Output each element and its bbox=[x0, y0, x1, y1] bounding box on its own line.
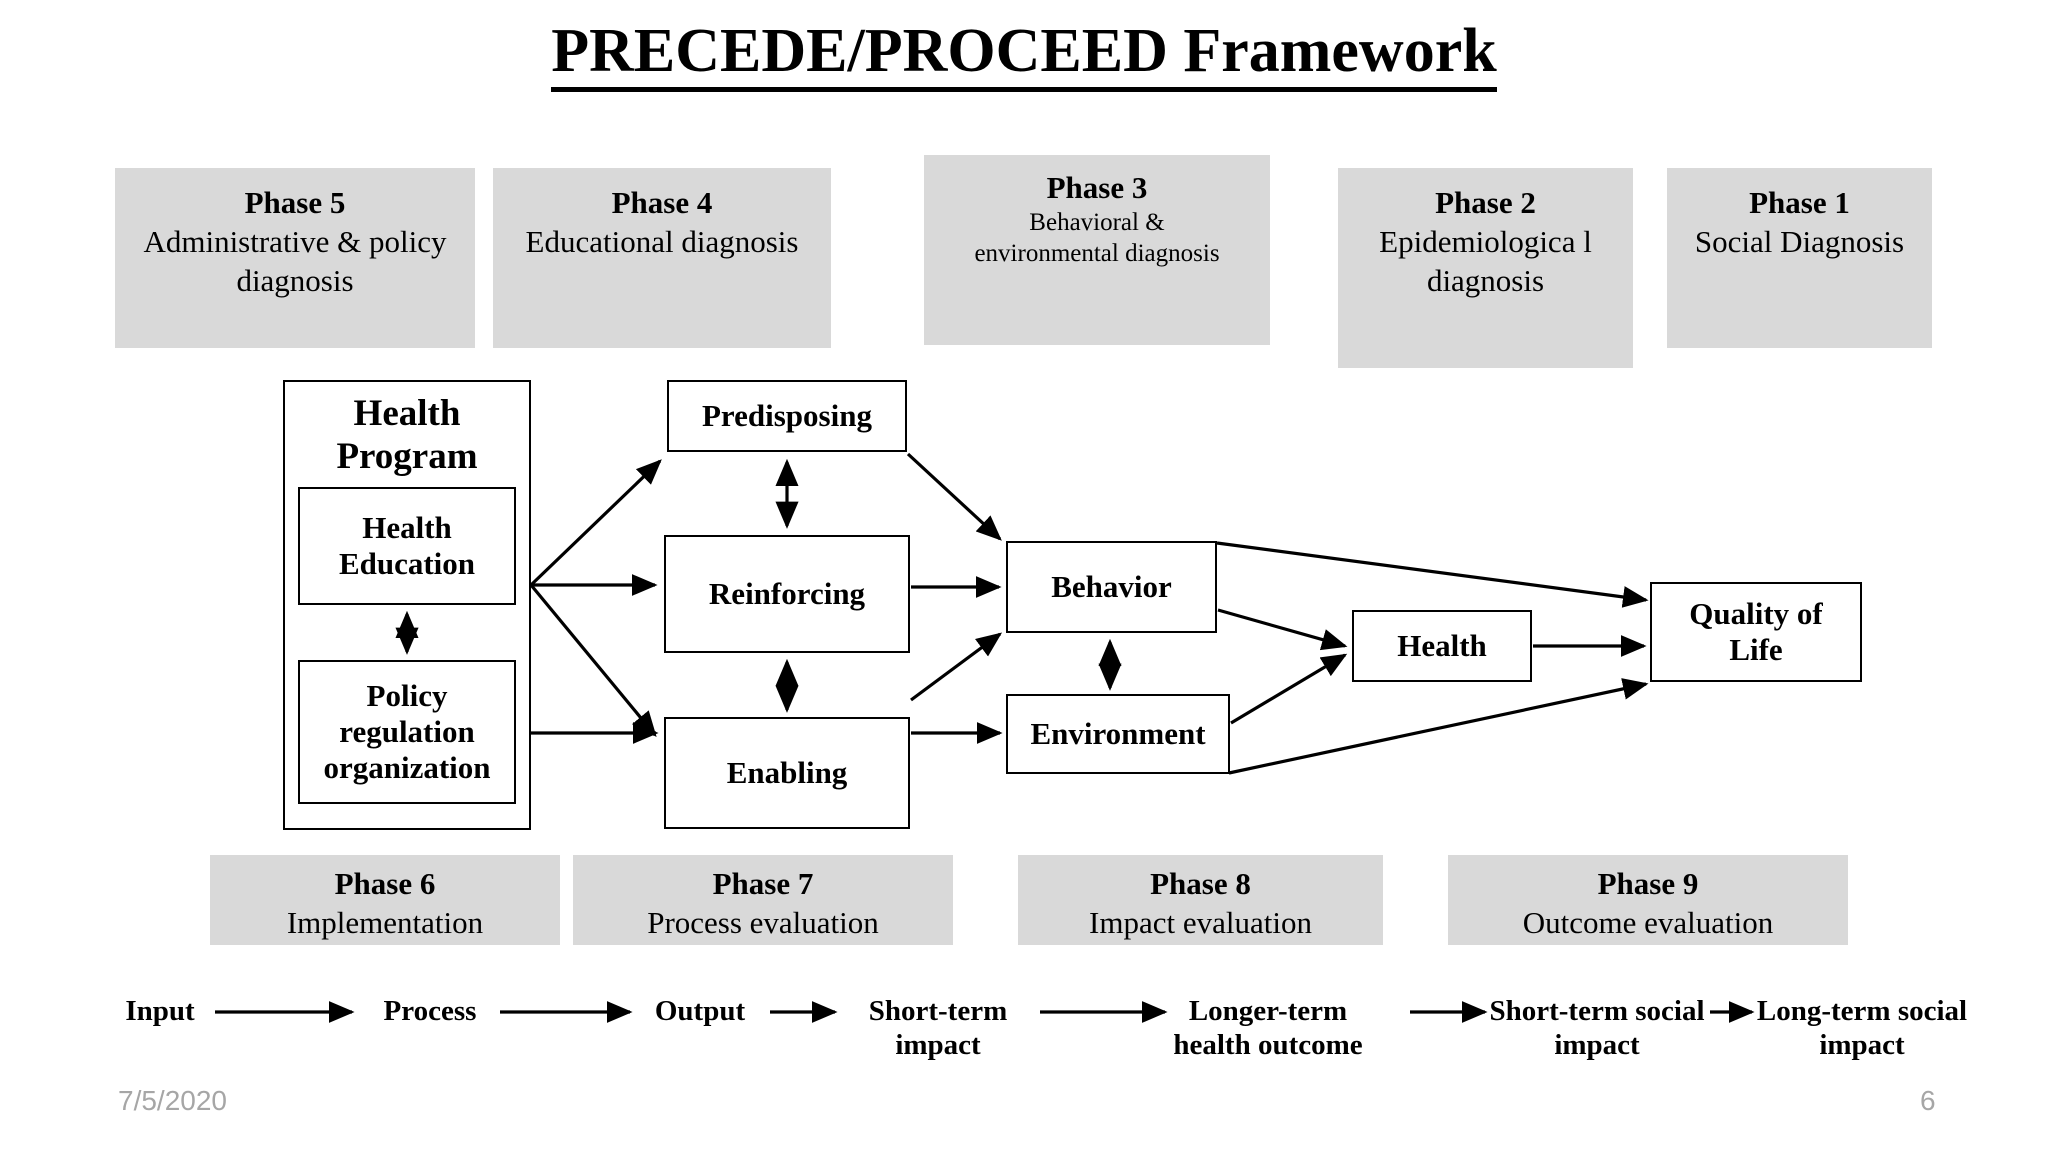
health-box: Health bbox=[1352, 610, 1532, 682]
predisposing-label: Predisposing bbox=[702, 398, 872, 434]
phase-7-body: Process evaluation bbox=[647, 905, 879, 941]
phase-2-body: Epidemiologica l diagnosis bbox=[1379, 224, 1592, 299]
phase-box-6: Phase 6 Implementation bbox=[210, 855, 560, 945]
phase-8-title: Phase 8 bbox=[1150, 866, 1251, 901]
flow-label-short-term-social-impact: Short-term social impact bbox=[1489, 995, 1705, 1061]
phase-9-body: Outcome evaluation bbox=[1522, 905, 1774, 941]
flow-label-longer-term-health-outcome: Longer-term health outcome bbox=[1173, 995, 1363, 1061]
health-label: Health bbox=[1397, 628, 1487, 664]
phase-box-9: Phase 9 Outcome evaluation bbox=[1448, 855, 1848, 945]
environment-label: Environment bbox=[1030, 716, 1206, 752]
phase-4-body: Educational diagnosis bbox=[525, 224, 799, 260]
environment-box: Environment bbox=[1006, 694, 1230, 774]
health-program-label: Health Program bbox=[336, 393, 478, 478]
enabling-label: Enabling bbox=[726, 755, 848, 791]
quality-of-life-label: Quality of Life bbox=[1689, 596, 1823, 667]
phase-7-title: Phase 7 bbox=[712, 866, 814, 901]
footer-page-number: 6 bbox=[1920, 1085, 1936, 1116]
flow-label-long-term-social-impact: Long-term social impact bbox=[1756, 995, 1968, 1061]
phase-box-7: Phase 7 Process evaluation bbox=[573, 855, 953, 945]
phase-box-5: Phase 5 Administrative & policy diagnosi… bbox=[115, 168, 475, 348]
phase-2-title: Phase 2 bbox=[1435, 185, 1536, 220]
flow-label-process: Process bbox=[383, 995, 477, 1027]
page-title: PRECEDE/PROCEED Framework bbox=[0, 16, 2048, 92]
predisposing-box: Predisposing bbox=[667, 380, 907, 452]
phase-3-body: Behavioral & environmental diagnosis bbox=[974, 209, 1220, 268]
behavior-box: Behavior bbox=[1006, 541, 1217, 633]
footer-date: 7/5/2020 bbox=[118, 1085, 227, 1116]
phase-box-4: Phase 4 Educational diagnosis bbox=[493, 168, 831, 348]
phase-4-title: Phase 4 bbox=[611, 185, 713, 220]
reinforcing-label: Reinforcing bbox=[708, 576, 866, 612]
enabling-box: Enabling bbox=[664, 717, 910, 829]
phase-box-2: Phase 2 Epidemiologica l diagnosis bbox=[1338, 168, 1633, 368]
policy-regulation-organization-box: Policy regulation organization bbox=[298, 660, 516, 804]
phase-6-body: Implementation bbox=[286, 905, 484, 941]
phase-box-3: Phase 3 Behavioral & environmental diagn… bbox=[924, 155, 1270, 345]
phase-box-8: Phase 8 Impact evaluation bbox=[1018, 855, 1383, 945]
flow-label-output: Output bbox=[654, 995, 746, 1027]
phase-8-body: Impact evaluation bbox=[1089, 905, 1312, 941]
flow-label-short-term-impact: Short-term impact bbox=[868, 995, 1008, 1061]
phase-box-1: Phase 1 Social Diagnosis bbox=[1667, 168, 1932, 348]
phase-5-title: Phase 5 bbox=[244, 185, 346, 220]
phase-5-body: Administrative & policy diagnosis bbox=[143, 224, 447, 299]
phase-1-title: Phase 1 bbox=[1749, 185, 1850, 220]
behavior-label: Behavior bbox=[1051, 569, 1172, 605]
phase-1-body: Social Diagnosis bbox=[1694, 224, 1905, 260]
phase-3-title: Phase 3 bbox=[1046, 170, 1148, 205]
phase-6-title: Phase 6 bbox=[334, 866, 436, 901]
page-title-text: PRECEDE/PROCEED Framework bbox=[551, 17, 1497, 92]
health-education-box: Health Education bbox=[298, 487, 516, 605]
flow-label-input: Input bbox=[125, 995, 195, 1027]
phase-9-title: Phase 9 bbox=[1597, 866, 1699, 901]
reinforcing-box: Reinforcing bbox=[664, 535, 910, 653]
quality-of-life-box: Quality of Life bbox=[1650, 582, 1862, 682]
policy-label: Policy regulation organization bbox=[323, 678, 491, 785]
health-education-label: Health Education bbox=[338, 510, 476, 581]
